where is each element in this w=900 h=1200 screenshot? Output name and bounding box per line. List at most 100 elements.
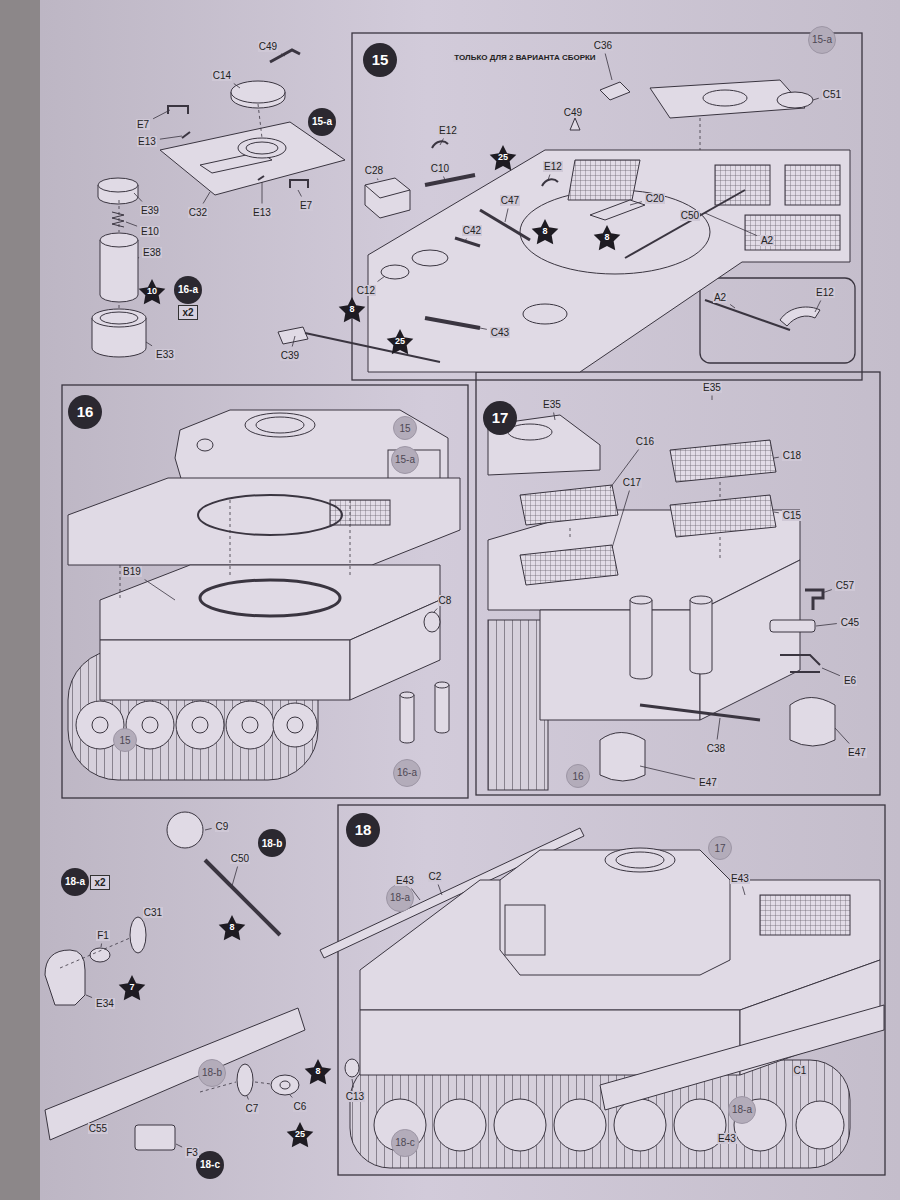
badge-text: 18-b bbox=[262, 838, 283, 849]
badge-text: 15 bbox=[399, 423, 410, 434]
substep-badge: 18-b bbox=[258, 829, 287, 858]
leader-line bbox=[290, 1095, 292, 1098]
part-label: C17 bbox=[622, 477, 642, 488]
part-label: A2 bbox=[760, 235, 774, 246]
star-outline bbox=[305, 1059, 332, 1084]
leader-line bbox=[134, 193, 142, 202]
reference-circle: 18-a bbox=[728, 1096, 756, 1124]
leader-line bbox=[712, 396, 713, 401]
part-label: C15 bbox=[782, 510, 802, 521]
leader-line bbox=[126, 222, 137, 226]
substep-badge: 18-c bbox=[196, 1151, 224, 1179]
part-label: E43 bbox=[717, 1133, 737, 1144]
badge-text: 25 bbox=[395, 337, 405, 347]
part-label: E12 bbox=[438, 125, 458, 136]
part-label: E38 bbox=[142, 247, 162, 258]
substep-badge: 16-a bbox=[174, 276, 202, 304]
badge-text: 8 bbox=[349, 305, 354, 315]
leader-line bbox=[298, 190, 301, 197]
substep-badge: 15-a bbox=[308, 108, 336, 136]
part-label: E13 bbox=[252, 207, 272, 218]
leader-line bbox=[438, 885, 442, 896]
leader-line bbox=[554, 413, 555, 421]
badge-text: 15-a bbox=[312, 116, 332, 127]
part-label: E12 bbox=[815, 287, 835, 298]
leader-line bbox=[205, 828, 212, 830]
part-label: C12 bbox=[356, 285, 376, 296]
reference-circle: 18-c bbox=[391, 1129, 418, 1156]
part-label: C20 bbox=[645, 193, 665, 204]
part-label: E12 bbox=[543, 161, 563, 172]
paint-callout: 8 bbox=[593, 224, 621, 252]
part-label: C39 bbox=[280, 350, 300, 361]
badge-text: 16 bbox=[572, 771, 583, 782]
leader-line bbox=[505, 209, 508, 223]
leader-line bbox=[705, 213, 757, 236]
step-number: 18 bbox=[346, 813, 380, 847]
paint-callout: 25 bbox=[286, 1121, 314, 1149]
leader-line bbox=[377, 179, 379, 181]
note-text: ТОЛЬКО ДЛЯ 2 ВАРИАНТА СБОРКИ bbox=[453, 54, 596, 63]
part-label: C6 bbox=[293, 1101, 308, 1112]
badge-text: 8 bbox=[604, 233, 609, 243]
part-label: C18 bbox=[782, 450, 802, 461]
part-label: E43 bbox=[730, 873, 750, 884]
badge-text: 18-a bbox=[390, 892, 410, 903]
leader-line bbox=[434, 609, 437, 613]
part-label: C36 bbox=[593, 40, 613, 51]
reference-circle: 18-a bbox=[386, 884, 414, 912]
badge-text: 18-a bbox=[65, 876, 85, 887]
part-label: C49 bbox=[563, 107, 583, 118]
reference-circle: 16 bbox=[566, 764, 590, 788]
part-label: C9 bbox=[215, 821, 230, 832]
substep-badge: 18-a bbox=[61, 868, 89, 896]
part-label: E33 bbox=[155, 349, 175, 360]
paint-callout: 8 bbox=[531, 218, 559, 246]
part-label: E35 bbox=[542, 399, 562, 410]
part-label: E10 bbox=[140, 226, 160, 237]
part-label: F1 bbox=[96, 930, 110, 941]
leader-line bbox=[465, 239, 467, 242]
leader-line bbox=[101, 944, 103, 948]
leader-line bbox=[203, 192, 210, 204]
reference-circle: 16-a bbox=[393, 759, 421, 787]
leader-line bbox=[234, 84, 240, 89]
leader-line bbox=[730, 304, 735, 308]
step-number: 16 bbox=[68, 395, 102, 429]
paint-callout: 25 bbox=[489, 144, 517, 172]
star-outline bbox=[119, 975, 146, 1000]
quantity-box: x2 bbox=[178, 305, 197, 320]
reference-circle: 18-b bbox=[198, 1059, 226, 1087]
part-label: A2 bbox=[713, 292, 727, 303]
leader-line bbox=[247, 1096, 248, 1100]
part-label: C49 bbox=[258, 41, 278, 52]
leader-line bbox=[774, 457, 779, 459]
leader-line bbox=[774, 512, 779, 514]
badge-text: 18-a bbox=[732, 1104, 752, 1115]
leader-line bbox=[378, 276, 385, 282]
badge-text: 16-a bbox=[397, 767, 417, 778]
part-label: C42 bbox=[462, 225, 482, 236]
badge-text: 17 bbox=[492, 410, 509, 427]
leader-line bbox=[470, 326, 487, 329]
badge-text: 15-a bbox=[812, 34, 832, 45]
leader-line bbox=[822, 668, 840, 676]
star-outline bbox=[339, 297, 366, 322]
part-label: C28 bbox=[364, 165, 384, 176]
part-label: C50 bbox=[230, 853, 250, 864]
leader-line bbox=[630, 202, 642, 205]
leader-line bbox=[232, 867, 238, 887]
paint-callout: 7 bbox=[118, 974, 146, 1002]
part-label: E7 bbox=[299, 200, 313, 211]
part-label: C7 bbox=[245, 1103, 260, 1114]
reference-circle: 15-a bbox=[391, 446, 419, 474]
badge-text: 15 bbox=[119, 735, 130, 746]
part-label: E47 bbox=[847, 747, 867, 758]
badge-text: 18-c bbox=[395, 1137, 414, 1148]
paint-callout: 8 bbox=[304, 1058, 332, 1086]
badge-text: 25 bbox=[295, 1130, 305, 1140]
badge-text: 18-c bbox=[200, 1159, 220, 1170]
badge-text: x2 bbox=[182, 307, 193, 318]
part-label: E7 bbox=[136, 119, 150, 130]
leader-line bbox=[605, 54, 612, 81]
